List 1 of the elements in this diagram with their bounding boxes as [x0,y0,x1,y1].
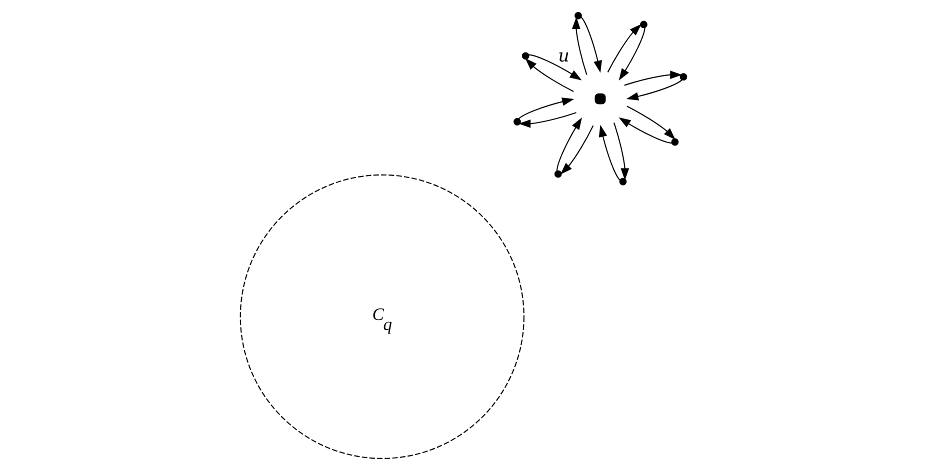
node-label: u [558,46,570,66]
